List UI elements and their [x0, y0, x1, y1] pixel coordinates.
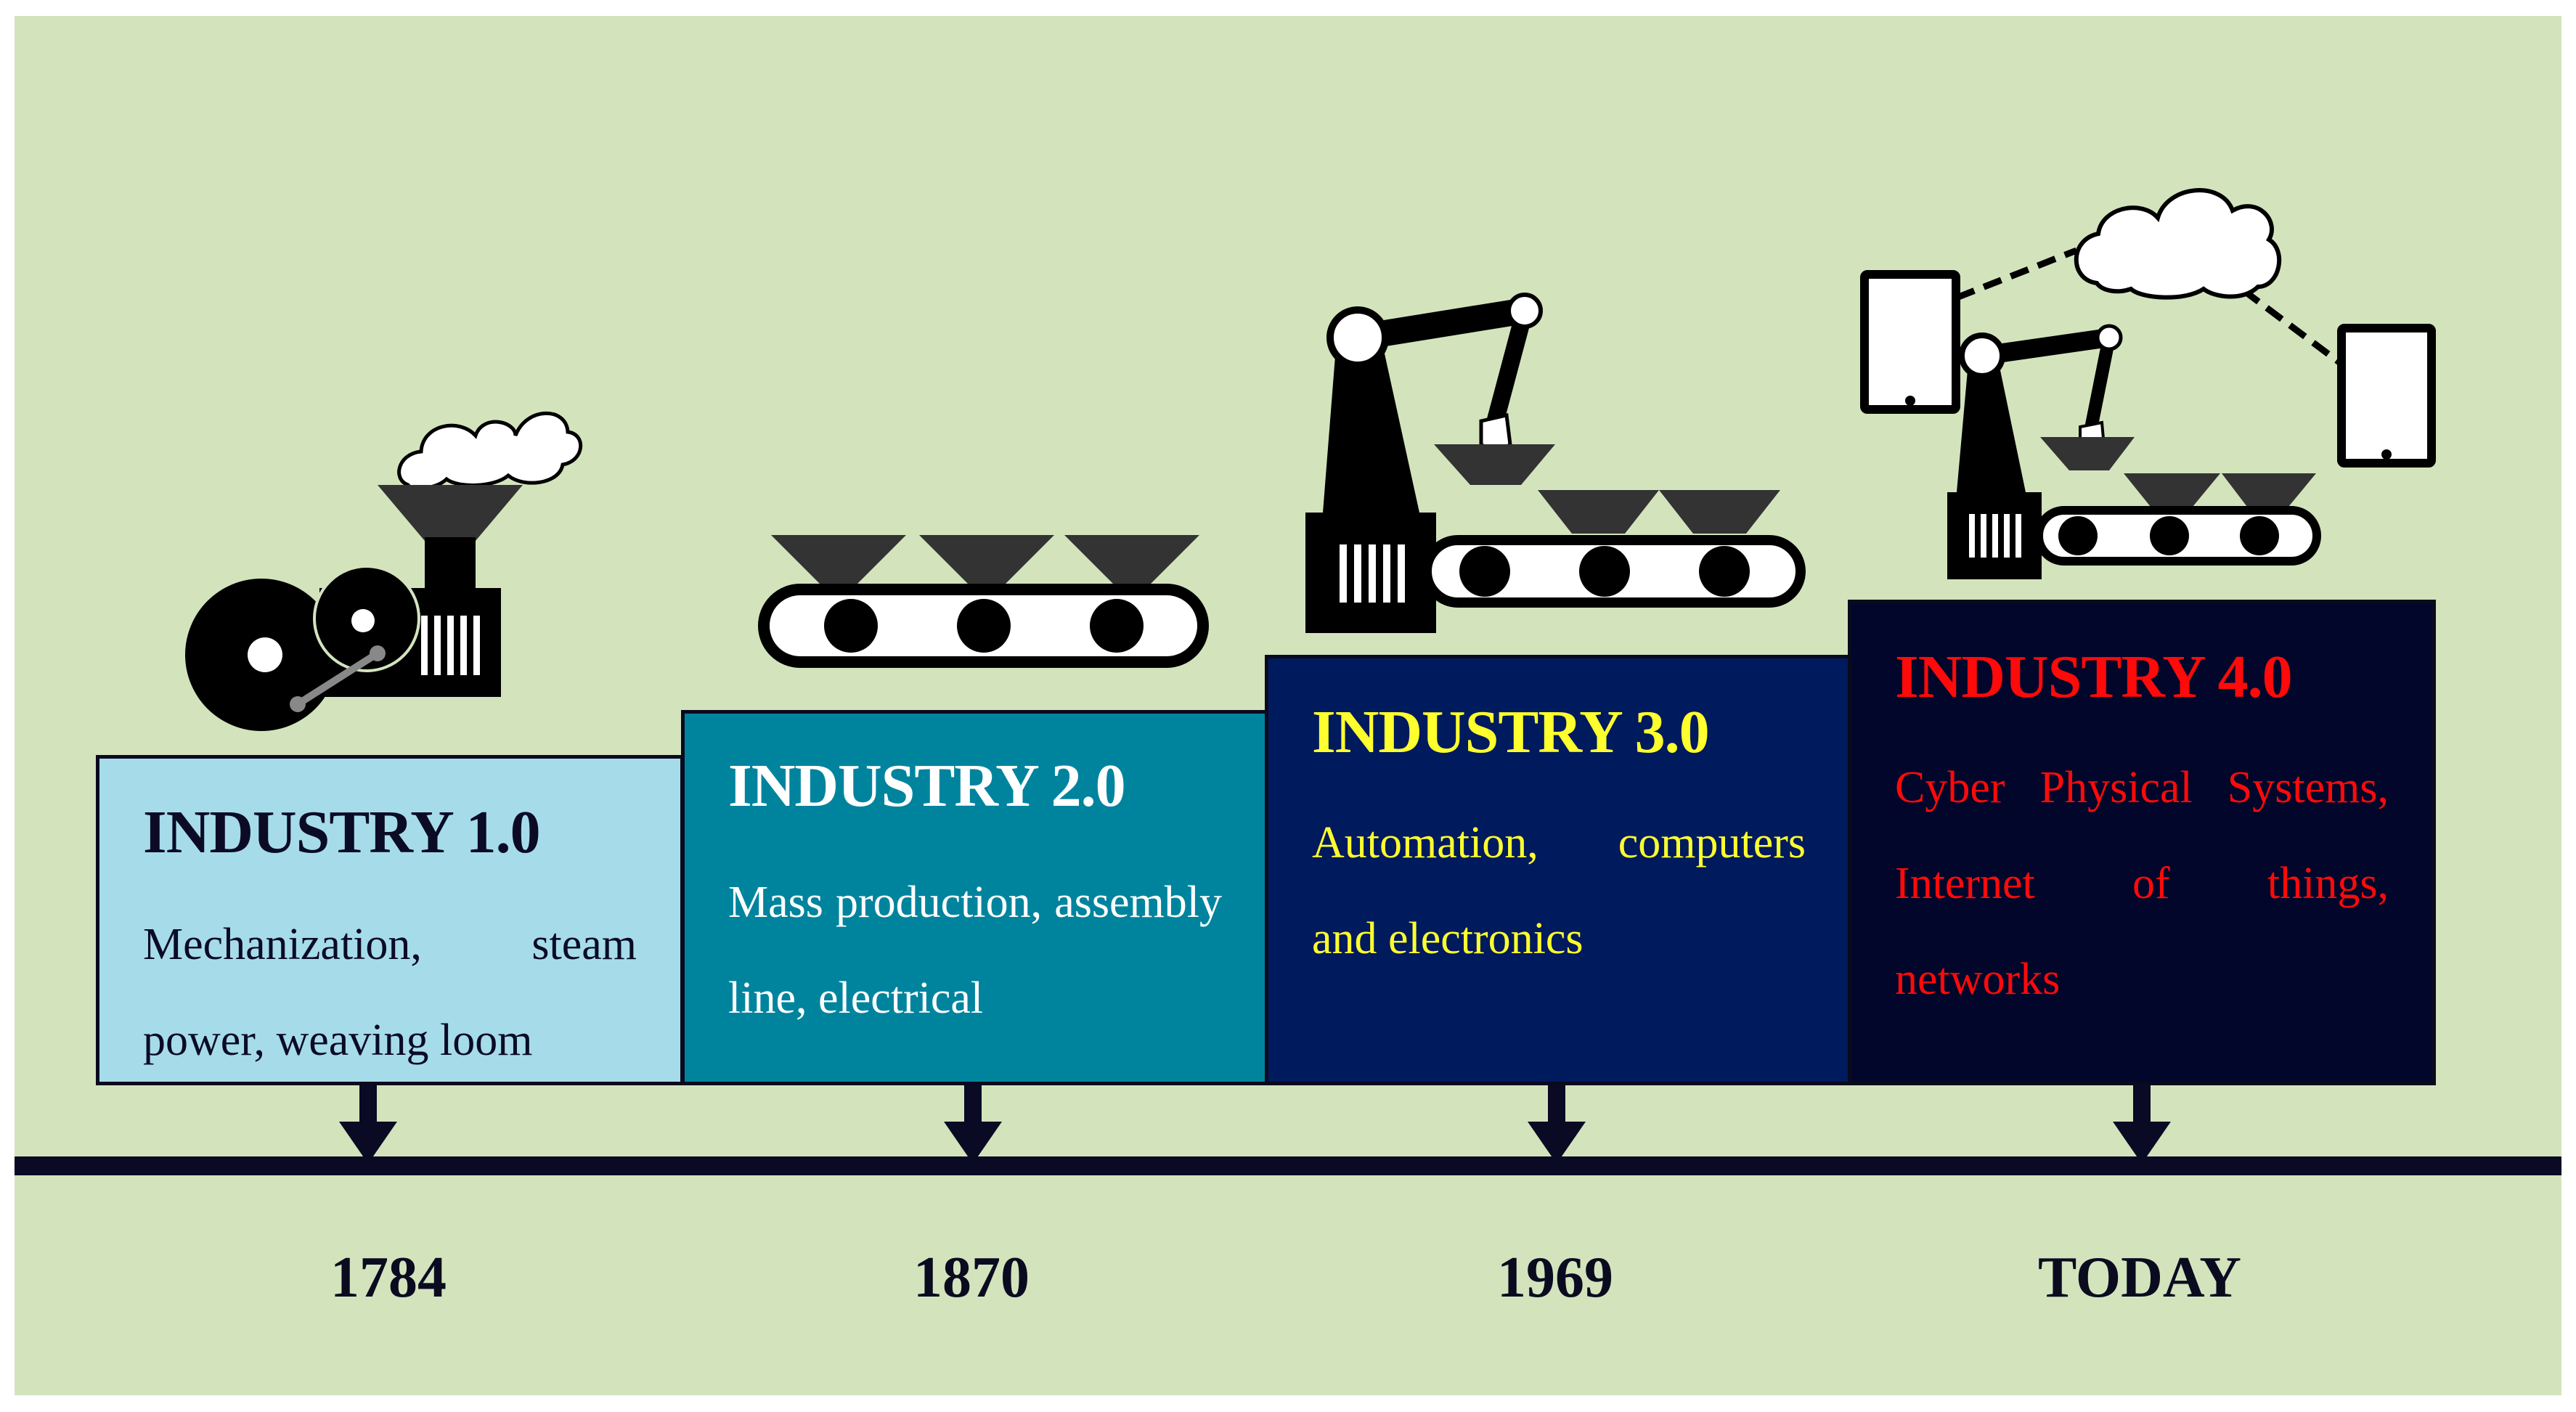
stage-box-industry-4: INDUSTRY 4.0 Cyber Physical Systems, Int… [1848, 600, 2436, 1085]
connected-robot-cloud-icon [1860, 188, 2436, 579]
stage-box-industry-2: INDUSTRY 2.0 Mass production, assembly l… [681, 710, 1269, 1085]
stage-title: INDUSTRY 2.0 [728, 752, 1126, 820]
timeline-year-label: 1870 [913, 1246, 1030, 1310]
timeline-arrow-1870 [944, 1085, 1002, 1164]
timeline-arrow-1969 [1528, 1085, 1586, 1164]
factory-steam-icon [185, 411, 582, 731]
robot-arm-icon [1305, 293, 1806, 633]
timeline-year-label: 1969 [1497, 1246, 1613, 1310]
stage-title: INDUSTRY 1.0 [143, 799, 541, 866]
timeline-year-label: 1784 [330, 1246, 447, 1310]
stage-description: Automation, computers and electronics [1312, 818, 1806, 963]
stage-title: INDUSTRY 3.0 [1312, 698, 1710, 766]
stage-box-industry-1: INDUSTRY 1.0 Mechanization, steam power,… [96, 755, 684, 1085]
timeline-arrow-1784 [339, 1085, 397, 1164]
stage-description: Mass production, assembly line, electric… [728, 878, 1222, 1023]
conveyor-belt-icon [758, 535, 1209, 668]
timeline-arrow-today [2113, 1085, 2171, 1164]
stage-description: Cyber Physical Systems, Internet of thin… [1895, 763, 2389, 1004]
stage-description: Mechanization, steam power, weaving loom [143, 920, 637, 1065]
stage-box-industry-3: INDUSTRY 3.0 Automation, computers and e… [1265, 655, 1853, 1085]
timeline-bar [15, 1156, 2561, 1175]
stage-title: INDUSTRY 4.0 [1895, 643, 2293, 711]
timeline-year-label: TODAY [2037, 1246, 2242, 1310]
